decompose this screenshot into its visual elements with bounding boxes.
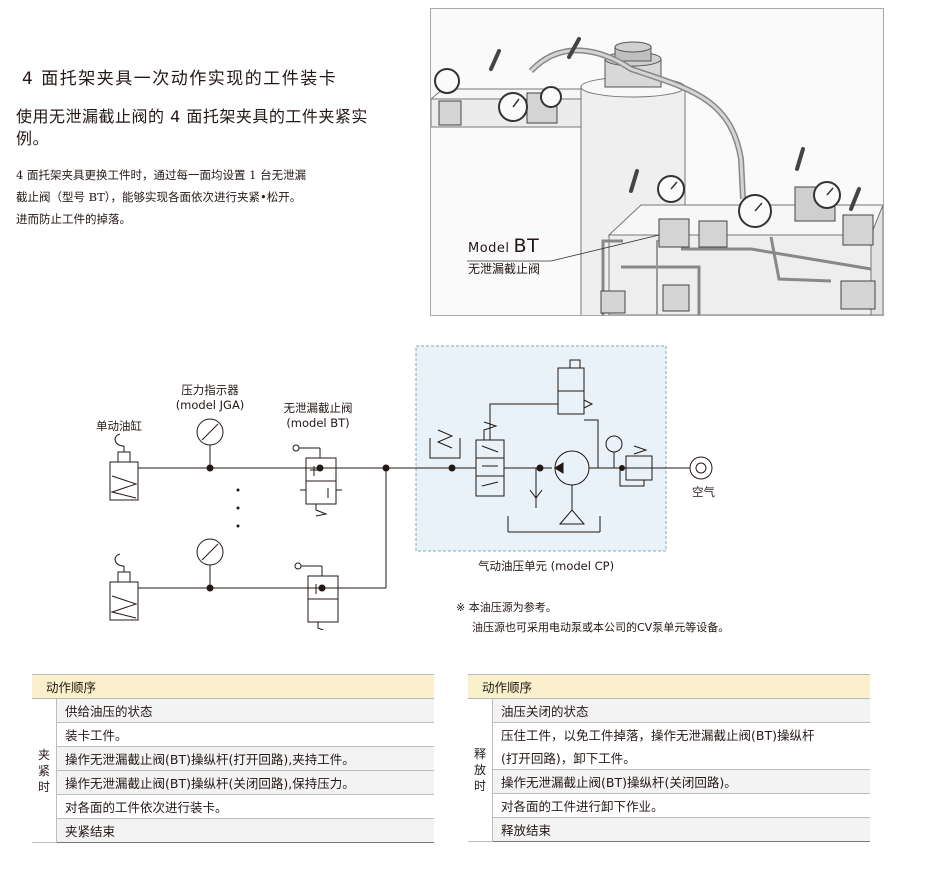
valve-label-name: 无泄漏截止阀 — [283, 401, 353, 415]
table-header: 动作顺序 — [468, 674, 870, 699]
cylinder-label: 单动油缸 — [96, 419, 142, 433]
note-line: 油压源也可采用电动泵或本公司的CV泵单元等设备。 — [472, 621, 730, 634]
table-row: 供给油压的状态 — [56, 698, 434, 723]
table-row: 释放结束 — [492, 817, 870, 842]
release-side-label: 释放时 — [468, 698, 493, 842]
table-row: 对各面的工件依次进行装卡。 — [56, 794, 434, 819]
table-row: 对各面的工件进行卸下作业。 — [492, 793, 870, 818]
pneumatic-unit-box — [415, 345, 667, 552]
regulator-symbol — [625, 455, 653, 481]
unit-label: 气动油压单元 (model CP) — [478, 559, 615, 573]
product-illustration — [430, 8, 884, 316]
air-inlet-symbol — [689, 456, 713, 480]
lower-gauge-symbol — [196, 538, 224, 566]
note: ※ 本油压源为参考。 油压源也可采用电动泵或本公司的CV泵单元等设备。 — [456, 598, 729, 638]
clamp-side-label: 夹紧时 — [32, 698, 57, 843]
table-row: 装卡工件。 — [56, 722, 434, 747]
fixture-drawing — [431, 37, 883, 315]
lower-cylinder-symbol — [109, 581, 139, 621]
table-row: 操作无泄漏截止阀(BT)操纵杆(关闭回路)。 — [492, 769, 870, 794]
description-line: 截止阀（型号 BT），能够实现各面依次进行夹紧•松开。 — [16, 190, 302, 204]
table-row: 操作无泄漏截止阀(BT)操纵杆(打开回路),夹持工件。 — [56, 746, 434, 771]
model-prefix: Model — [468, 241, 510, 256]
gauge-label-name: 压力指示器 — [181, 383, 239, 397]
table-row: (打开回路)，卸下工件。 — [492, 746, 870, 770]
upper-gauge-symbol — [196, 418, 224, 446]
table-row: 夹紧结束 — [56, 818, 434, 843]
description-line: 4 面托架夹具更换工件时，通过每一面均设置 1 台无泄漏 — [16, 168, 307, 182]
note-line: ※ 本油压源为参考。 — [456, 601, 557, 614]
table-row: 操作无泄漏截止阀(BT)操纵杆(关闭回路),保持压力。 — [56, 770, 434, 795]
table-row: 压住工件，以免工件掉落，操作无泄漏截止阀(BT)操纵杆 — [492, 722, 870, 746]
description-line: 进而防止工件的掉落。 — [16, 212, 131, 226]
valve-label-model: (model BT) — [286, 416, 350, 430]
table-header: 动作顺序 — [32, 674, 434, 699]
photo-product-name: 无泄漏截止阀 — [468, 262, 541, 276]
release-sequence-table: 动作顺序 释放时 油压关闭的状态 压住工件，以免工件掉落，操作无泄漏截止阀(BT… — [468, 674, 870, 842]
model-code: BT — [513, 235, 540, 257]
gauge-label: 压力指示器 (model JGA) — [160, 382, 260, 412]
valve-label: 无泄漏截止阀 (model BT) — [268, 400, 368, 430]
air-label: 空气 — [692, 485, 715, 499]
page-subtitle: 使用无泄漏截止阀的 4 面托架夹具的工件夹紧实例。 — [16, 107, 368, 148]
clamp-sequence-table: 动作顺序 夹紧时 供给油压的状态 装卡工件。 操作无泄漏截止阀(BT)操纵杆(打… — [32, 674, 434, 843]
upper-cylinder-symbol — [109, 461, 139, 501]
hydraulic-circuit-diagram — [109, 345, 713, 630]
description: 4 面托架夹具更换工件时，通过每一面均设置 1 台无泄漏 截止阀（型号 BT），… — [16, 164, 408, 230]
page-title: 4 面托架夹具一次动作实现的工件装卡 — [22, 69, 338, 89]
table-row: 油压关闭的状态 — [492, 698, 870, 723]
gauge-label-model: (model JGA) — [175, 398, 245, 412]
